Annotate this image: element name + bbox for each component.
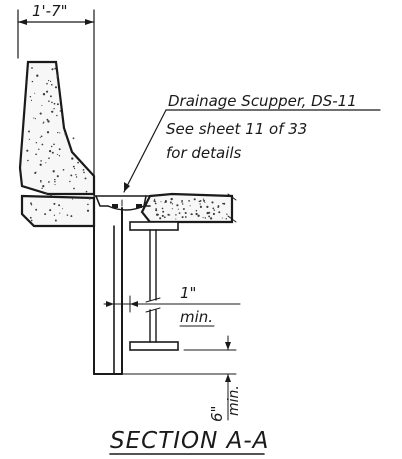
drainage-scupper bbox=[95, 195, 151, 211]
bottom-clearance-dimension: 6" min. bbox=[121, 335, 242, 422]
gap-dimension: 1" min. bbox=[103, 284, 241, 327]
drain-pipe bbox=[93, 207, 123, 375]
top-width-dimension: 1'-7" bbox=[17, 2, 95, 197]
section-title: SECTION A-A bbox=[110, 428, 269, 454]
top-width-label: 1'-7" bbox=[32, 2, 68, 20]
clearance-label-line2: min. bbox=[226, 385, 242, 416]
callout-line1: Drainage Scupper, DS-11 bbox=[168, 92, 357, 110]
callout-leader bbox=[123, 109, 381, 193]
clearance-label-line1: 6" bbox=[208, 406, 226, 422]
gap-label-line2: min. bbox=[180, 308, 213, 326]
callout-line3: for details bbox=[166, 144, 242, 162]
steel-girder bbox=[129, 221, 179, 351]
deck-slab bbox=[93, 192, 237, 224]
barrier-parapet bbox=[18, 60, 96, 228]
callout-line2: See sheet 11 of 33 bbox=[166, 120, 307, 138]
gap-label-line1: 1" bbox=[180, 284, 196, 302]
